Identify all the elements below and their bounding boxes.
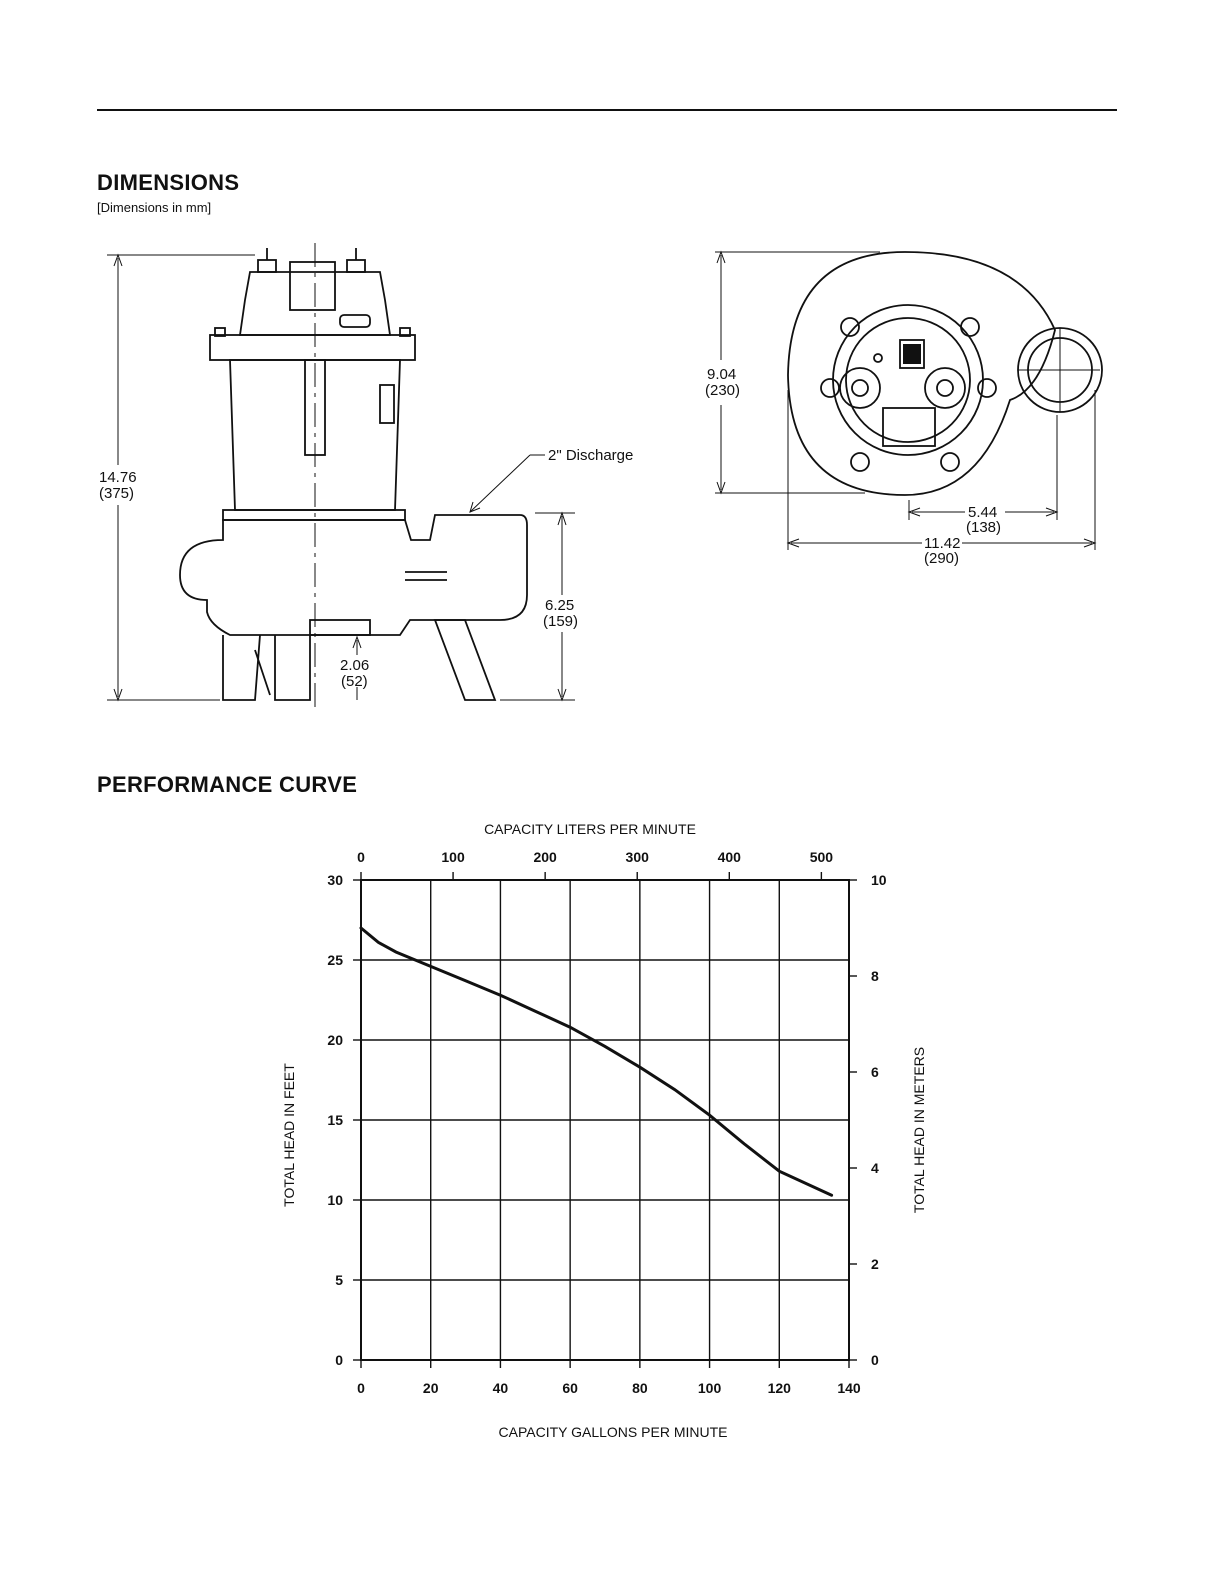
x-tick-label: 120 bbox=[768, 1380, 792, 1396]
x-tick-label: 140 bbox=[837, 1380, 861, 1396]
discharge-label: 2" Discharge bbox=[548, 447, 633, 464]
x2-tick-label: 500 bbox=[810, 849, 834, 865]
y-tick-label: 10 bbox=[327, 1192, 343, 1208]
header-rule bbox=[97, 109, 1117, 111]
volute-height-in-label: 6.25 bbox=[545, 597, 574, 614]
performance-title: PERFORMANCE CURVE bbox=[97, 772, 358, 797]
dimensions-title: DIMENSIONS bbox=[97, 170, 240, 195]
x-tick-label: 40 bbox=[493, 1380, 509, 1396]
x-tick-label: 100 bbox=[698, 1380, 722, 1396]
height-mm-label: (375) bbox=[99, 485, 134, 502]
height-in-label: 14.76 bbox=[99, 469, 137, 486]
y2-tick-label: 4 bbox=[871, 1160, 879, 1176]
x2-tick-label: 400 bbox=[718, 849, 742, 865]
bottom-axis-label: CAPACITY GALLONS PER MINUTE bbox=[499, 1424, 728, 1440]
y-tick-label: 0 bbox=[335, 1352, 343, 1368]
left-axis-label: TOTAL HEAD IN FEET bbox=[281, 1063, 297, 1207]
dimensions-subtitle: [Dimensions in mm] bbox=[97, 200, 212, 215]
x2-tick-label: 0 bbox=[357, 849, 365, 865]
width-in-label: 11.42 bbox=[924, 535, 960, 552]
y2-tick-label: 2 bbox=[871, 1256, 879, 1272]
discharge-offset-mm-label: (138) bbox=[966, 519, 1001, 536]
top-axis-label: CAPACITY LITERS PER MINUTE bbox=[484, 821, 696, 837]
inlet-clearance-mm-label: (52) bbox=[341, 673, 368, 690]
volute-height-mm-label: (159) bbox=[543, 613, 578, 630]
x2-tick-label: 200 bbox=[533, 849, 557, 865]
x-tick-label: 80 bbox=[632, 1380, 648, 1396]
y2-tick-label: 8 bbox=[871, 968, 879, 984]
performance-curve-line bbox=[359, 926, 834, 1197]
x-tick-label: 60 bbox=[562, 1380, 578, 1396]
y-tick-label: 30 bbox=[327, 872, 343, 888]
y-tick-label: 5 bbox=[335, 1272, 343, 1288]
y-tick-label: 25 bbox=[327, 952, 343, 968]
x-tick-label: 20 bbox=[423, 1380, 439, 1396]
width-mm-label: (290) bbox=[924, 550, 959, 567]
y-tick-label: 20 bbox=[327, 1032, 343, 1048]
side-view-drawing: 14.76 (375) 2" Discharge 6.25 (159) 2.06… bbox=[99, 243, 633, 710]
y2-tick-label: 10 bbox=[871, 872, 887, 888]
y2-tick-label: 0 bbox=[871, 1352, 879, 1368]
right-axis-label: TOTAL HEAD IN METERS bbox=[911, 1047, 927, 1213]
x2-tick-label: 300 bbox=[626, 849, 650, 865]
y2-tick-label: 6 bbox=[871, 1064, 879, 1080]
discharge-offset-in-label: 5.44 bbox=[968, 504, 997, 521]
inlet-clearance-in-label: 2.06 bbox=[340, 657, 369, 674]
x2-tick-label: 100 bbox=[441, 849, 465, 865]
x-tick-label: 0 bbox=[357, 1380, 365, 1396]
depth-mm-label: (230) bbox=[705, 382, 740, 399]
y-tick-label: 15 bbox=[327, 1112, 343, 1128]
top-view-drawing: 9.04 (230) 5.44 (138) 11.42 (290) bbox=[705, 250, 1103, 567]
depth-in-label: 9.04 bbox=[707, 366, 736, 383]
